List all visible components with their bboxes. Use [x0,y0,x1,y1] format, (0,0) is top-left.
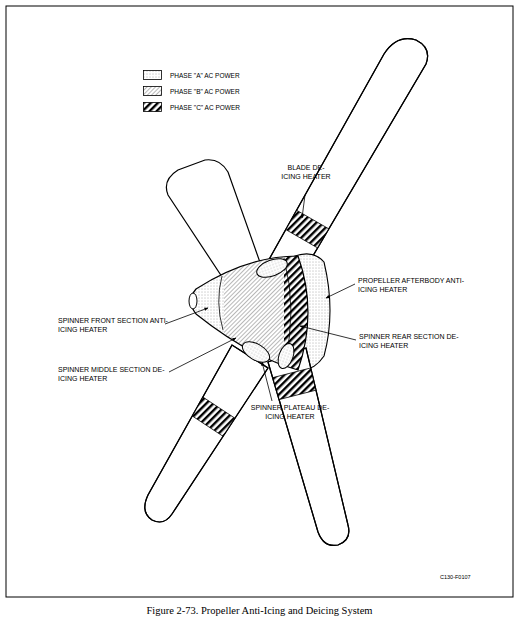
frame [6,6,513,597]
callout-label: SPINNER MIDDLE SECTION DE-ICING HEATER [58,366,173,384]
legend-text: PHASE "A" AC POWER [170,72,240,79]
figure-caption: Figure 2-73. Propeller Anti-Icing and De… [0,605,519,616]
legend-swatch [143,102,162,112]
leader-lines [165,195,356,401]
legend-text: PHASE "B" AC POWER [170,88,240,95]
blade [240,348,349,545]
callout-label: PROPELLER AFTERBODY ANTI-ICING HEATER [358,277,468,295]
callout-label: SPINNER PLATEAU DE-ICING HEATER [245,404,335,422]
figure-code: C130-F0107 [440,574,500,581]
callout-label: SPINNER FRONT SECTION ANTI-ICING HEATER [58,317,170,335]
legend-row: PHASE "C" AC POWER [143,102,240,112]
legend-text: PHASE "C" AC POWER [170,104,240,111]
callout-label: BLADE DE-ICING HEATER [280,164,332,182]
legend-row: PHASE "B" AC POWER [143,86,240,96]
callout-label: SPINNER REAR SECTION DE-ICING HEATER [359,333,469,351]
plateau-cuff [239,338,273,367]
plateau-cuff [275,341,297,370]
blade [243,39,428,288]
legend-swatch [143,70,162,80]
legend-swatch [143,86,162,96]
plateau-cuff [254,255,290,281]
legend-row: PHASE "A" AC POWER [143,70,240,80]
